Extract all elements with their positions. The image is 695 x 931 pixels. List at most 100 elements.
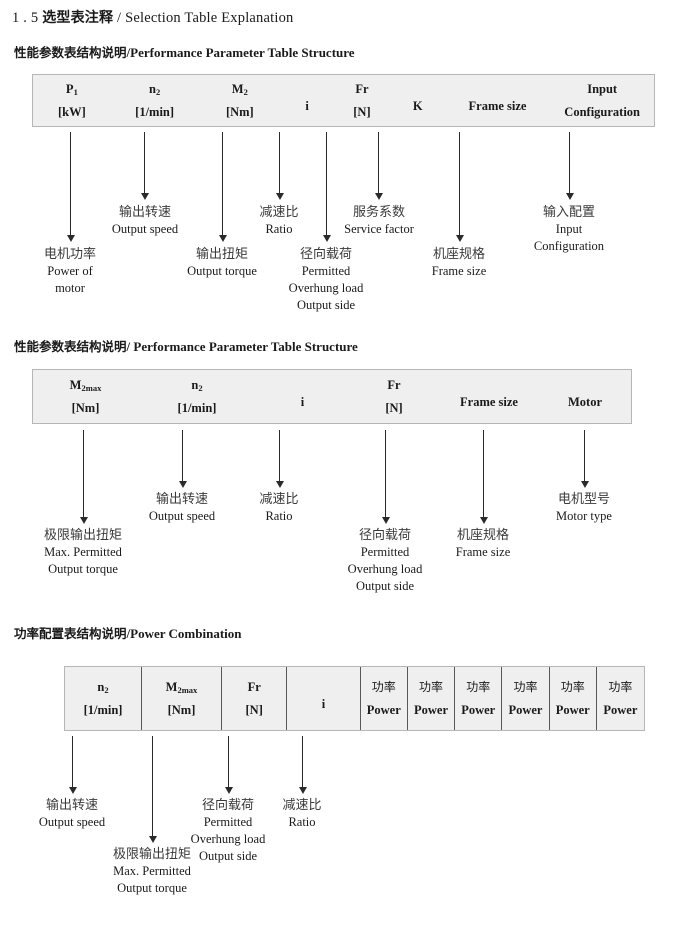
table2-col-n2-unit: [1/min]: [177, 401, 217, 415]
label-table3-max-permitted-output-torque: 极限输出扭矩 Max. Permitted Output torque: [113, 846, 191, 897]
label-en-2: motor: [55, 280, 85, 295]
table3-col-n2: n2 [1/min]: [65, 667, 141, 730]
table1-col-fr: Fr [N]: [333, 75, 391, 126]
table3-col-power-4-cn: 功率: [513, 679, 538, 694]
table2-col-frame-size: Frame size: [439, 370, 539, 423]
label-table1-ratio: 减速比 Ratio: [259, 204, 298, 238]
label-en-1: Service factor: [344, 222, 414, 237]
label-table2-max-permitted-output-torque: 极限输出扭矩 Max. Permitted Output torque: [44, 527, 122, 578]
label-en-2: Overhung load: [288, 280, 364, 295]
table2-col-n2-sub: 2: [198, 383, 203, 393]
label-en-1: Motor type: [556, 509, 612, 524]
label-table1-output-speed: 输出转速 Output speed: [112, 204, 178, 238]
power-combination-table: n2 [1/min] M2max [Nm] Fr [N] i 功率 Power …: [64, 666, 645, 731]
label-cn: 减速比: [282, 798, 322, 813]
table3-col-fr-symbol: Fr: [247, 679, 261, 694]
label-table1-permitted-overhung-load: 径向载荷 Permitted Overhung load Output side: [289, 246, 364, 313]
table2-col-m2max: M2max [Nm]: [33, 370, 138, 423]
table2-col-motor: Motor: [539, 370, 631, 423]
label-table2-permitted-overhung-load: 径向载荷 Permitted Overhung load Output side: [348, 527, 423, 594]
table1-col-k-symbol: K: [412, 98, 423, 113]
label-en-1: Output speed: [111, 222, 179, 237]
label-cn: 输出扭矩: [195, 247, 249, 262]
table3-col-i: i: [286, 667, 359, 730]
label-table2-frame-size: 机座规格 Frame size: [456, 527, 511, 561]
label-table3-permitted-overhung-load: 径向载荷 Permitted Overhung load Output side: [191, 797, 266, 864]
table2-col-m2max-symbol: M2max: [69, 377, 102, 393]
table3-col-m2max-symbol: M2max: [165, 679, 198, 695]
table1-col-fr-symbol: Fr: [355, 81, 369, 96]
label-cn: 径向载荷: [358, 528, 412, 543]
arrow-table3-i: [298, 736, 307, 794]
arrow-table1-k: [374, 132, 383, 200]
label-cn: 减速比: [259, 205, 299, 220]
arrow-table1-fr: [322, 132, 331, 242]
table3-col-power-2-en: Power: [413, 702, 448, 717]
table2-col-fr: Fr [N]: [349, 370, 439, 423]
section-heading-cn: 功率配置表结构说明: [14, 626, 127, 641]
table3-col-m2max: M2max [Nm]: [141, 667, 221, 730]
table3-col-i-symbol: i: [321, 696, 326, 711]
label-en-3: Output side: [297, 297, 355, 312]
label-cn: 电机型号: [557, 492, 610, 507]
section-heading-power-combination: 功率配置表结构说明/Power Combination: [14, 623, 242, 642]
label-cn: 机座规格: [456, 528, 509, 543]
label-en-1: Frame size: [431, 264, 487, 279]
table1-col-p1-symbol: P1: [65, 81, 78, 97]
label-cn: 径向载荷: [299, 247, 353, 262]
table3-col-power-2-cn: 功率: [418, 679, 443, 694]
table3-col-power-6: 功率 Power: [595, 667, 644, 730]
page-title-number: 1 . 5: [12, 10, 39, 26]
arrow-table2-frame-size: [479, 430, 488, 524]
table3-col-power-1-cn: 功率: [371, 679, 396, 694]
label-en-2: Overhung load: [347, 561, 423, 576]
table1-col-frame-size-symbol: Frame size: [468, 98, 527, 113]
label-table1-service-factor: 服务系数 Service factor: [344, 204, 414, 238]
label-cn: 电机功率: [43, 247, 97, 262]
table1-col-frame-size: Frame size: [445, 75, 551, 126]
label-cn: 极限输出扭矩: [112, 847, 192, 862]
section-heading-sep: /: [126, 339, 131, 354]
table1-col-n2-symbol: n2: [149, 81, 161, 97]
table2-col-i-symbol: i: [300, 394, 305, 409]
label-cn: 输出转速: [118, 205, 171, 220]
arrow-table1-m2: [218, 132, 227, 242]
performance-parameter-table-1: P1 [kW] n2 [1/min] M2 [Nm] i Fr [N] K Fr…: [32, 74, 655, 127]
table2-col-fr-symbol: Fr: [387, 377, 401, 392]
performance-parameter-table-2: M2max [Nm] n2 [1/min] i Fr [N] Frame siz…: [32, 369, 632, 424]
arrow-table1-input-configuration: [565, 132, 574, 200]
label-cn: 极限输出扭矩: [43, 528, 123, 543]
page-title: 1 . 5 选型表注释 / Selection Table Explanatio…: [12, 7, 294, 27]
label-en-1: Max. Permitted: [113, 864, 191, 879]
label-cn: 输出转速: [155, 492, 208, 507]
label-table1-frame-size: 机座规格 Frame size: [432, 246, 487, 280]
arrow-table1-p1: [66, 132, 75, 242]
label-cn: 径向载荷: [201, 798, 255, 813]
label-en-1: Permitted: [301, 264, 351, 279]
table3-col-n2-symbol: n2: [97, 679, 109, 695]
table2-col-fr-unit: [N]: [385, 401, 403, 415]
table3-col-n2-unit: [1/min]: [83, 703, 123, 717]
section-heading-performance-2: 性能参数表结构说明/ Performance Parameter Table S…: [14, 336, 358, 355]
table1-col-p1-unit: [kW]: [57, 105, 86, 119]
label-en-1: Ratio: [265, 222, 293, 237]
table3-col-power-5: 功率 Power: [548, 667, 596, 730]
arrow-table3-n2: [68, 736, 77, 794]
table3-col-n2-sub: 2: [104, 685, 109, 695]
label-en-1: Max. Permitted: [44, 545, 122, 560]
table1-col-i-symbol: i: [305, 98, 309, 113]
page-title-separator: /: [117, 10, 122, 26]
arrow-table3-m2max: [148, 736, 157, 843]
table1-col-m2: M2 [Nm]: [198, 75, 281, 126]
label-en-2: Output torque: [48, 561, 118, 576]
label-table1-input-configuration: 输入配置 Input Configuration: [534, 204, 604, 255]
label-en-2: Overhung load: [190, 831, 266, 846]
label-cn: 减速比: [259, 492, 299, 507]
label-en-1: Output speed: [38, 815, 106, 830]
table2-col-i: i: [256, 370, 349, 423]
table3-col-power-5-cn: 功率: [560, 679, 585, 694]
section-heading-en: Performance Parameter Table Structure: [130, 45, 355, 60]
table3-col-power-4-en: Power: [508, 702, 543, 717]
label-en-1: Input: [555, 222, 583, 237]
table1-col-m2-symbol: M2: [231, 81, 248, 97]
